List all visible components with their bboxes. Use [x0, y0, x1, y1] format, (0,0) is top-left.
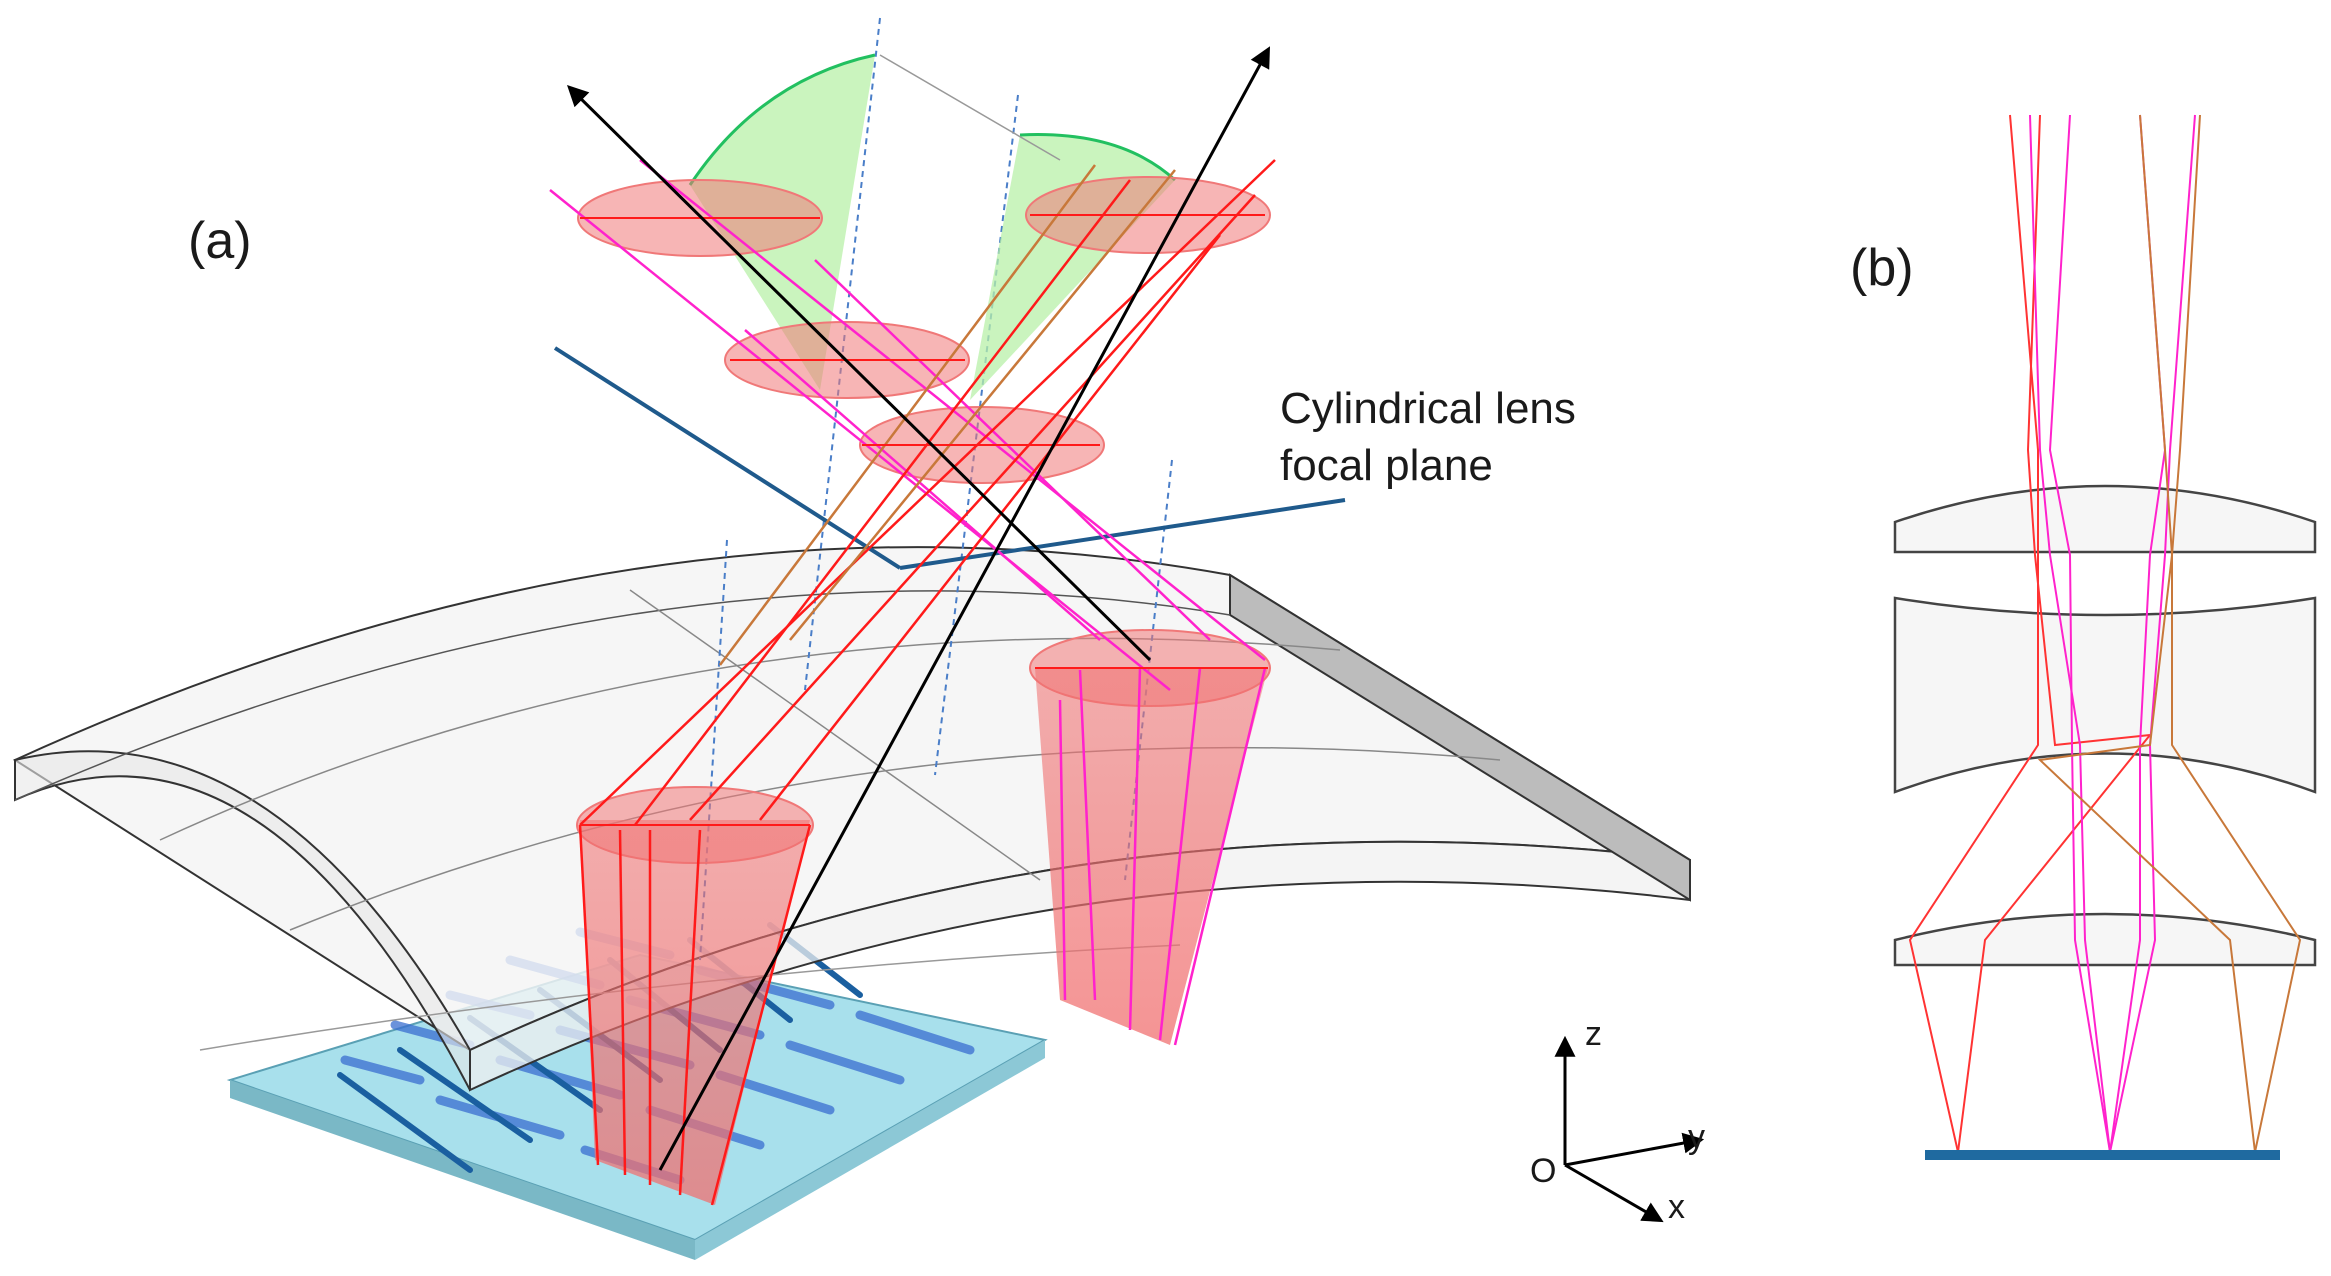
axis-z-label: z — [1585, 1015, 1602, 1053]
coordinate-axes — [1554, 1035, 1705, 1223]
panel-b-red-rays — [1908, 114, 2151, 1153]
panel-a: (a) Cylindrical lens focal plane z y x O — [12, 17, 1705, 1260]
panel-b-label: (b) — [1850, 239, 1914, 297]
lens-elements — [1893, 484, 2317, 967]
panel-b-detector — [1925, 1150, 2280, 1160]
lens-middle — [1893, 596, 2317, 794]
spot-crosshairs — [580, 214, 1268, 826]
panel-b: (b) — [1850, 114, 2317, 1160]
panel-a-label: (a) — [188, 212, 252, 270]
cylindrical-lens-focal-plane — [553, 346, 1346, 570]
chief-rays — [567, 46, 1271, 1171]
beam-cone-left — [580, 820, 810, 1205]
axis-x-label: x — [1668, 1188, 1685, 1226]
orange-rays — [719, 164, 1176, 666]
axis-y-label: y — [1688, 1118, 1705, 1156]
lens-top — [1893, 484, 2317, 554]
panel-b-orange-rays — [2037, 114, 2302, 1153]
panel-b-magenta-rays — [2029, 114, 2196, 1153]
annotation-line1: Cylindrical lens — [1280, 384, 1576, 433]
angle-arc-right — [970, 133, 1177, 400]
axis-origin-label: O — [1530, 1152, 1556, 1190]
lens-bottom — [1893, 912, 2317, 967]
annotation-line2: focal plane — [1280, 441, 1493, 490]
guide-line — [879, 54, 1061, 161]
red-rays — [578, 159, 1276, 1206]
